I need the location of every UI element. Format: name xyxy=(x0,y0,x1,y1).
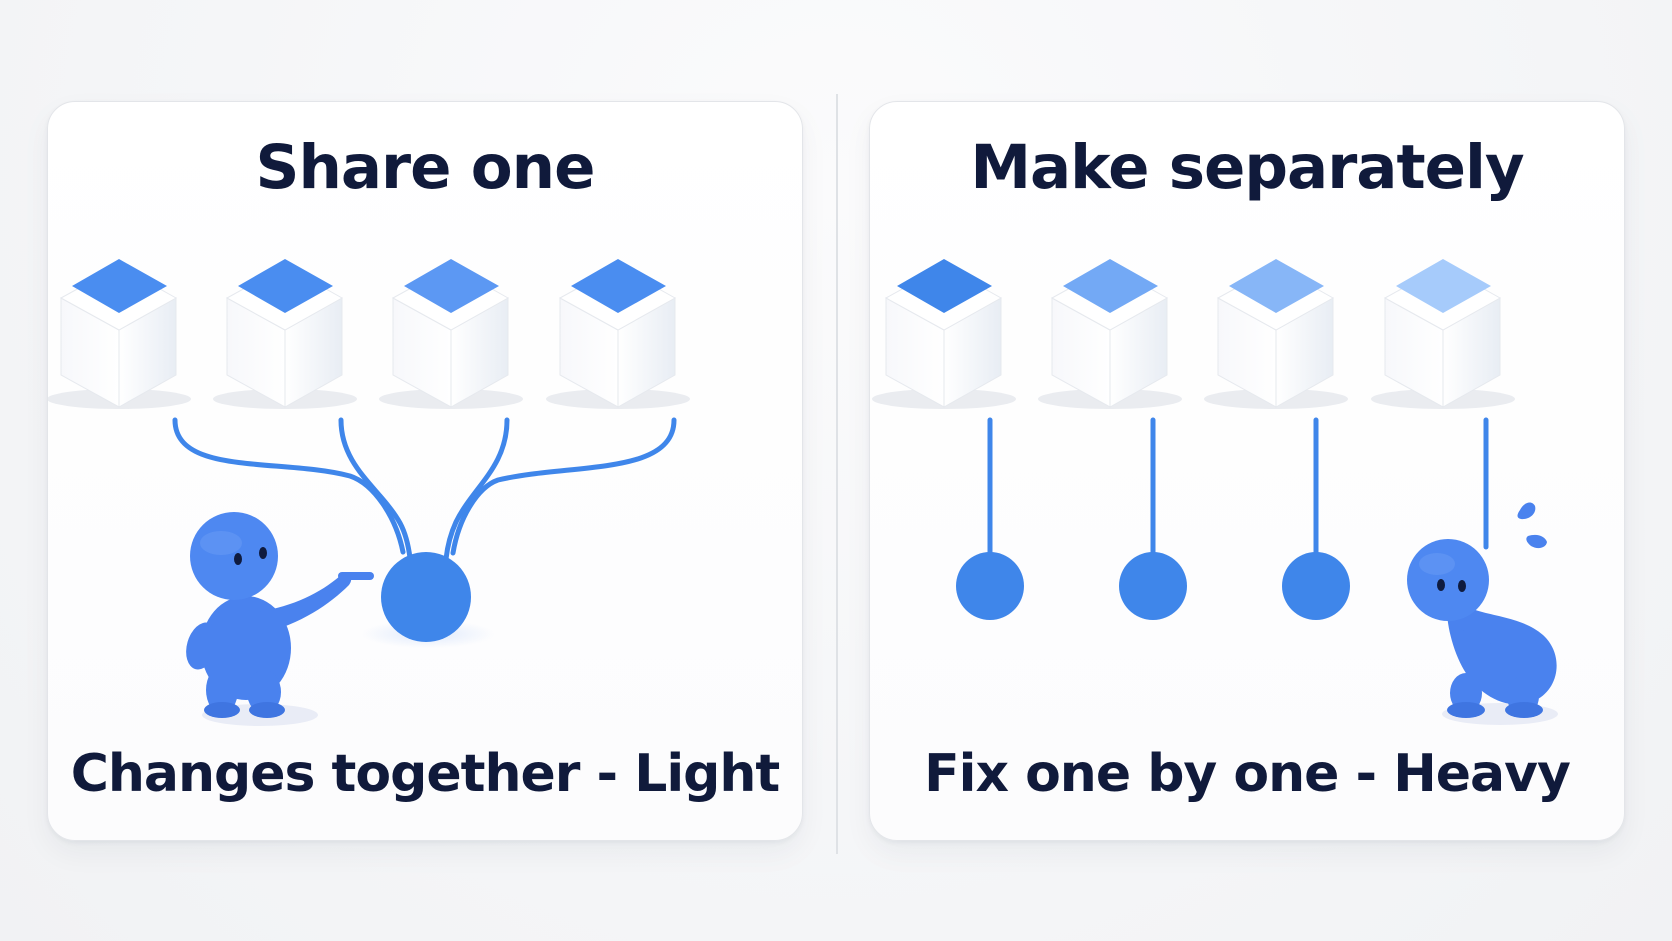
separate-node-2 xyxy=(1119,552,1187,620)
cube-1 xyxy=(872,259,1016,409)
make-separately-title: Make separately xyxy=(970,132,1524,203)
shared-source-node xyxy=(362,552,494,648)
sweat-drops-icon xyxy=(1517,502,1547,549)
separate-node-3 xyxy=(1282,552,1350,620)
shared-cube-row xyxy=(48,259,690,409)
pointing-figure-icon xyxy=(186,512,374,726)
center-divider xyxy=(836,94,838,854)
separate-node-1 xyxy=(956,552,1024,620)
share-one-illustration xyxy=(48,259,690,726)
cube-1 xyxy=(48,259,191,409)
cube-4 xyxy=(546,259,690,409)
make-separately-caption: Fix one by one - Heavy xyxy=(924,744,1571,804)
cube-2 xyxy=(1038,259,1182,409)
separate-nodes xyxy=(956,552,1350,620)
cube-2 xyxy=(213,259,357,409)
make-separately-panel: Make separately xyxy=(869,101,1625,841)
cube-3 xyxy=(379,259,523,409)
worried-figure-icon xyxy=(1407,539,1558,725)
separate-link-lines xyxy=(987,417,1489,555)
cube-3 xyxy=(1204,259,1348,409)
separate-cube-row xyxy=(872,259,1515,409)
make-separately-illustration xyxy=(872,259,1558,725)
cube-4 xyxy=(1371,259,1515,409)
share-one-caption: Changes together - Light xyxy=(70,744,781,804)
shared-link-lines xyxy=(172,417,677,562)
share-one-panel: Share one xyxy=(47,101,803,841)
share-one-title: Share one xyxy=(255,132,596,203)
